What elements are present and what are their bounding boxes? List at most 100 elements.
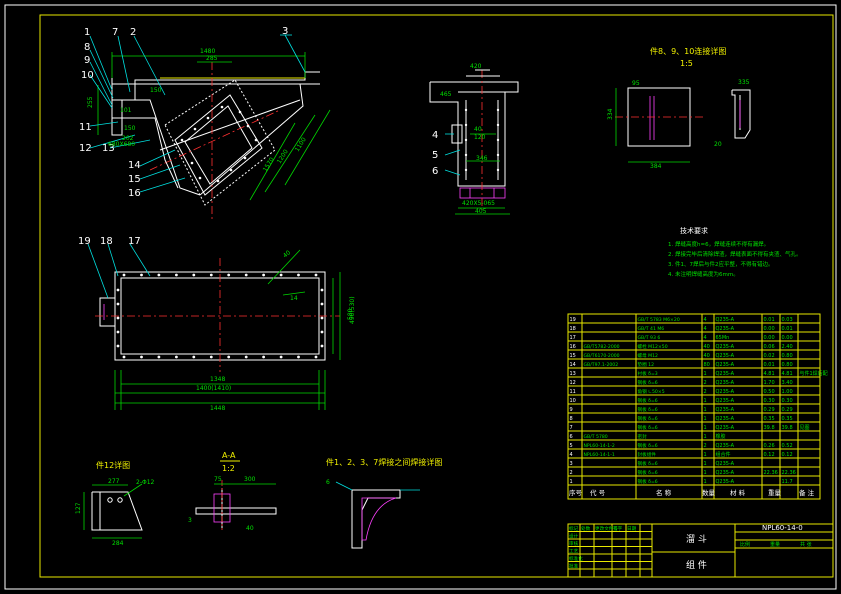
dim-sec-g: 420X5-065	[462, 200, 495, 207]
bom-cell-no: 7	[570, 425, 573, 431]
bom-cell-material: Q235-A	[716, 389, 735, 395]
bom-cell-remark: 与件1焊后配	[800, 370, 828, 377]
bolt-hole	[320, 330, 324, 334]
bom-cell-qty: 40	[704, 344, 710, 350]
bolt-hole	[244, 355, 248, 359]
bom-cell-no: 12	[570, 380, 576, 386]
bom-cell-qty: 1	[704, 371, 707, 377]
bom-cell-material: Q235-A	[716, 398, 735, 404]
tb-drawing-no: NPL60-14-0	[762, 524, 803, 532]
bom-cell-no: 16	[570, 344, 576, 350]
bom-cell-total: 3.40	[782, 380, 793, 386]
bom-cell-no: 5	[570, 443, 573, 449]
technical-notes: 技术要求 1. 焊缝高度h=6，焊缝连续不得有漏焊。 2. 焊接完毕后清除焊渣，…	[668, 226, 802, 278]
dim-sec-e: 405	[475, 208, 487, 215]
bom-cell-name: 钢板 δ=6	[638, 406, 658, 413]
bom-cell-qty: 2	[704, 389, 707, 395]
dim-det-b: 334	[607, 108, 614, 120]
bolt-hole	[262, 355, 265, 359]
dim-sec-f: 465	[440, 91, 452, 98]
bolt-hole	[279, 273, 283, 277]
inner-frame	[39, 14, 834, 578]
dim-top-width: 1480	[200, 48, 215, 55]
bom-cell-total: 0.00	[782, 335, 793, 341]
bom-cell-material: Q235-A	[716, 416, 735, 422]
bom-cell-name: 钢板 δ=6	[638, 397, 658, 404]
tb-label: 工艺	[569, 549, 579, 555]
view-cross-section: 4 5 6 420 40 120 346 405 465 420X5-065	[429, 63, 519, 215]
bolt-hole	[157, 355, 161, 359]
dim-left-f: 680X680	[108, 141, 135, 148]
tb-weight-label: 重量	[770, 541, 780, 548]
dim-aa-b: 300	[244, 476, 256, 483]
bom-cell-total: 0.29	[782, 407, 793, 413]
bolt-hole	[140, 273, 143, 277]
part-number-10: 10	[81, 70, 94, 81]
dim-left-c: 150	[150, 87, 162, 94]
bolt-hole	[116, 302, 120, 306]
dim-plan-c: 1448	[210, 405, 225, 412]
bolt-hole	[320, 302, 324, 306]
bom-cell-no: 17	[570, 335, 576, 341]
bom-cell-no: 4	[570, 452, 573, 458]
bom-cell-qty: 2	[704, 443, 707, 449]
dim-left-e: 202	[122, 135, 134, 142]
dim-sec-a: 420	[470, 63, 482, 70]
bom-cell-qty: 4	[704, 326, 707, 332]
note-line-3: 3. 件1、7焊后与件2应平整，不得有错边。	[668, 260, 774, 268]
tb-part-name: 溜 斗	[686, 533, 707, 545]
title-block: 标记处数更改文件号签字日期设计审核工艺标准化批准溜 斗组 件NPL60-14-0…	[567, 523, 834, 578]
view-chute-elevation: 1 7 2 8 9 10 11 12 13 14 15 16 3 1480 28…	[79, 26, 331, 220]
bom-cell-no: 6	[570, 434, 573, 440]
part-number-5: 5	[432, 150, 438, 161]
bom-cell-total: 2.40	[782, 344, 793, 350]
bom-cell-qty: 1	[704, 407, 707, 413]
bom-cell-unit: 0.12	[764, 452, 775, 458]
bom-cell-total: 0.01	[782, 326, 793, 332]
bom-header-remark: 备 注	[799, 488, 815, 497]
bolt-hole	[116, 316, 120, 320]
bom-cell-name: 钢板 δ=6	[638, 460, 658, 467]
bom-cell-unit: 0.30	[764, 398, 775, 404]
dim-plan-g: 40	[282, 249, 292, 259]
bolt-hole	[314, 355, 318, 359]
bolt-hole	[122, 273, 126, 277]
bom-header-no: 序号	[569, 488, 583, 497]
bom-cell-total: 0.30	[782, 398, 793, 404]
dim-plan-f: 14	[290, 295, 298, 302]
dim-top-a: 285	[206, 55, 218, 62]
bom-cell-qty: 4	[704, 317, 707, 323]
bom-cell-material: 组合件	[716, 451, 731, 458]
section-aa-title: A-A	[222, 451, 236, 460]
section-aa-scale: 1:2	[222, 464, 235, 473]
tb-label: 审核	[569, 540, 579, 547]
bom-cell-total: 0.35	[782, 416, 793, 422]
dim-d12-d: 284	[112, 540, 124, 547]
dim-det-a: 95	[632, 80, 640, 87]
bom-cell-unit: 0.00	[764, 326, 775, 332]
bolt-hole	[116, 330, 120, 334]
bom-cell-qty: 4	[704, 335, 707, 341]
detail-12-title: 件12详图	[96, 460, 130, 470]
bom-cell-no: 14	[570, 362, 576, 368]
bolt-hole	[227, 355, 231, 359]
bom-cell-qty: 1	[704, 470, 707, 476]
part-number-13: 13	[102, 143, 115, 154]
bom-cell-qty: 1	[704, 479, 707, 485]
bom-cell-total: 0.80	[782, 353, 793, 359]
bom-cell-unit: 39.8	[764, 425, 775, 431]
weld-detail-title: 件1、2、3、7焊接之间焊接详图	[326, 457, 442, 467]
bom-cell-name: 密封	[638, 433, 648, 440]
bom-cell-name: GB/T 5783 M6×20	[638, 317, 680, 323]
dim-weld-a: 6	[326, 479, 330, 486]
dim-d12-a: 277	[108, 478, 120, 485]
part-number-12: 12	[79, 143, 92, 154]
bom-cell-material: Q235-A	[716, 443, 735, 449]
bom-cell-material: Q235-A	[716, 326, 735, 332]
bolt-hole	[244, 273, 248, 277]
part-number-7: 7	[112, 27, 118, 38]
bom-cell-material: Q235-A	[716, 425, 735, 431]
bolt-hole	[192, 273, 196, 277]
bom-cell-total: 0.80	[782, 362, 793, 368]
